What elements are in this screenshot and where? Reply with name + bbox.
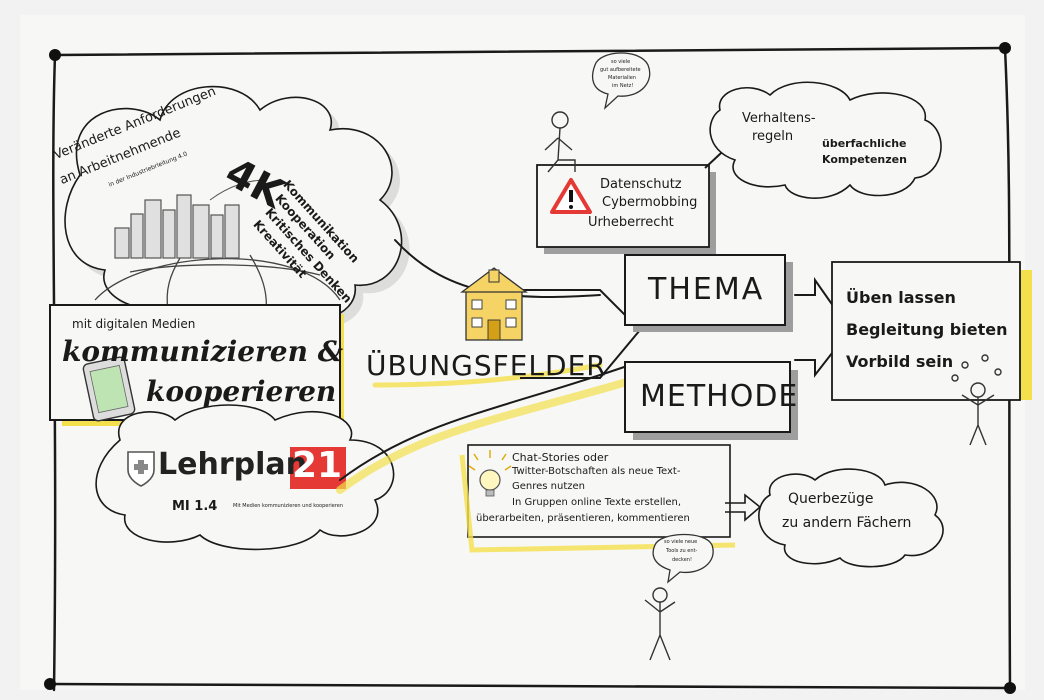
- speech-top-line-4: im Netz!: [612, 83, 634, 89]
- warning-line-3: Urheberrecht: [588, 215, 674, 230]
- ideas-line-5: überarbeiten, präsentieren, kommentieren: [476, 513, 690, 524]
- topright-line-2: Kompetenzen: [822, 153, 907, 166]
- lehrplan-21-badge: [290, 447, 346, 489]
- speech-top-line-1: so viele: [611, 59, 631, 65]
- warning-line-2: Cybermobbing: [602, 195, 698, 210]
- cloud-lehrplan: [95, 404, 395, 551]
- frame-corner-dot: [1004, 682, 1016, 694]
- lightbulb-icon: [468, 450, 512, 497]
- speech-bubble-top: [592, 52, 651, 110]
- speech-bubble-bottom: [652, 533, 714, 584]
- right-box-line-3: Vorbild sein: [846, 352, 954, 371]
- speech-top-line-2: gut aufbereitete: [600, 67, 641, 73]
- cloud-topright: [709, 81, 942, 199]
- thema-label: THEMA: [648, 272, 765, 307]
- main-title-line1: kommunizieren &: [62, 335, 343, 368]
- sitting-figure-icon: [544, 111, 576, 173]
- speech-bottom-line-2: Tools zu ent-: [666, 548, 698, 554]
- speech-bottom-line-3: decken!: [672, 557, 692, 563]
- querbezuege-line-2: zu andern Fächern: [782, 515, 912, 531]
- querbezuege-line-1: Querbezüge: [788, 491, 874, 507]
- ideas-line-2: Twitter-Botschaften als neue Text-: [512, 466, 681, 477]
- frame-corner-dot: [49, 49, 61, 61]
- methode-box: [624, 361, 791, 433]
- standing-figure-icon: [644, 587, 676, 661]
- city-skyline-icon: [114, 194, 240, 259]
- right-box-line-2: Begleitung bieten: [846, 320, 1008, 339]
- lehrplan-code: MI 1.4: [172, 499, 218, 514]
- topright-line-1: überfachliche: [822, 137, 907, 150]
- juggler-figure-icon: [951, 354, 1002, 446]
- methode-label: METHODE: [640, 379, 799, 414]
- main-title-small: mit digitalen Medien: [72, 317, 196, 331]
- main-title-line2: kooperieren: [146, 375, 337, 408]
- flow-lines: [336, 239, 644, 494]
- ideas-line-3: Genres nutzen: [512, 481, 586, 492]
- verhaltens-line-1: Verhaltens-: [742, 111, 816, 126]
- tablet-icon: [82, 356, 136, 422]
- frame-corner-dot: [44, 678, 56, 690]
- school-building-icon: [460, 267, 528, 341]
- speech-bottom-line-1: so viele neue: [664, 539, 698, 545]
- center-label: ÜBUNGSFELDER: [366, 349, 607, 382]
- cloud-querbezuege: [758, 468, 944, 568]
- warning-triangle-icon: [550, 178, 592, 214]
- speech-top-line-3: Materialien: [608, 75, 636, 81]
- ideas-line-1: Chat-Stories oder: [512, 451, 609, 464]
- lehrplan-desc: Mit Medien kommunizieren und kooperieren: [233, 503, 344, 509]
- swiss-shield-icon: [127, 451, 155, 487]
- warning-line-1: Datenschutz: [600, 177, 682, 192]
- lehrplan-number: 21: [292, 445, 343, 486]
- right-box: [831, 261, 1021, 401]
- frame-corner-dot: [999, 42, 1011, 54]
- right-box-line-1: Üben lassen: [846, 288, 956, 307]
- ideas-box: [467, 444, 731, 538]
- thema-box: [624, 254, 786, 326]
- lehrplan-word: Lehrplan: [158, 447, 307, 482]
- verhaltens-line-2: regeln: [752, 129, 794, 144]
- ideas-line-4: In Gruppen online Texte erstellen,: [512, 497, 682, 508]
